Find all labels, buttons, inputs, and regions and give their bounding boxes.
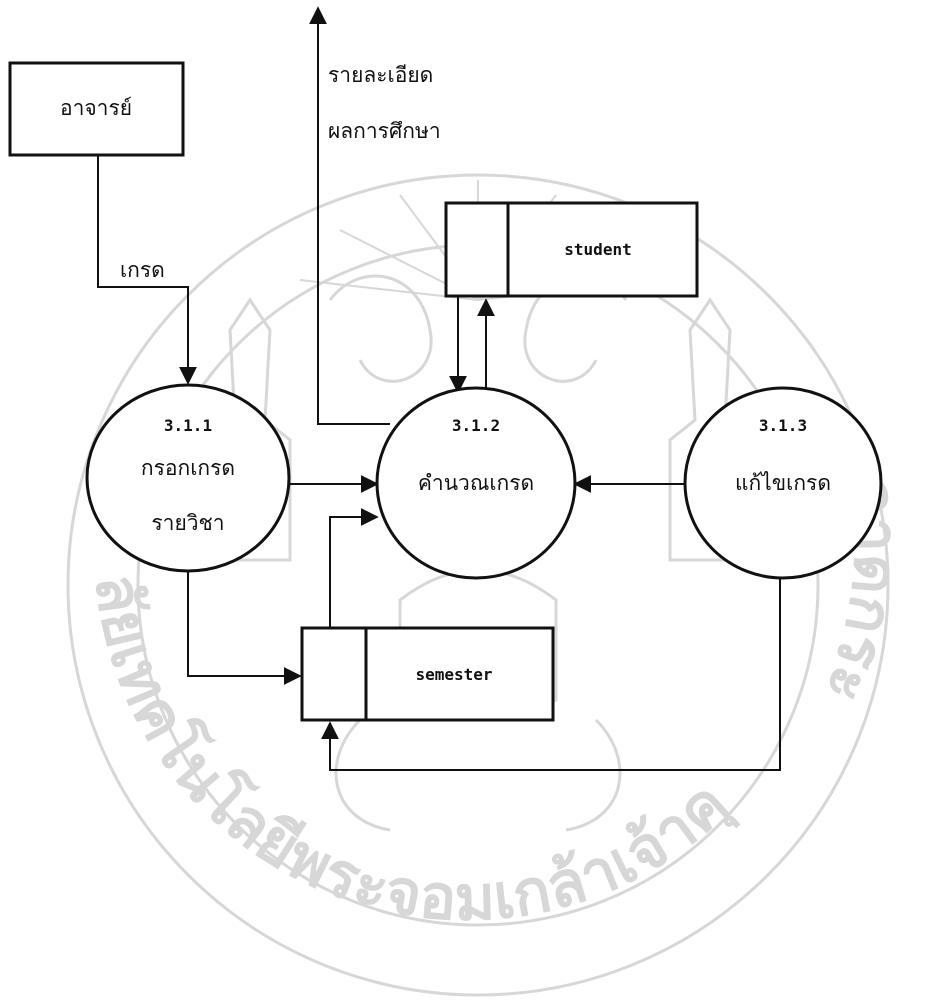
watermark-outer-ring bbox=[66, 173, 890, 997]
flow-output: รายละเอียด ผลการศึกษา bbox=[309, 6, 441, 425]
datastore-semester-box bbox=[300, 626, 555, 722]
flow-entry-to-semester bbox=[187, 571, 302, 685]
process-3-1-1-name-line1: กรอกเกรด bbox=[141, 456, 235, 480]
flow-grade-label: เกรด bbox=[120, 258, 165, 282]
datastore-semester: semester bbox=[300, 626, 555, 722]
flow-output-label-line1: รายละเอียด bbox=[328, 63, 433, 87]
datastore-student: student bbox=[444, 201, 699, 298]
datastore-semester-label: semester bbox=[415, 665, 492, 684]
process-3-1-1: 3.1.1 กรอกเกรด รายวิชา bbox=[85, 383, 291, 573]
process-3-1-3-id: 3.1.3 bbox=[759, 416, 807, 435]
flow-edit-to-semester bbox=[321, 578, 781, 771]
process-3-1-3-name: แก้ไขเกรด bbox=[735, 471, 831, 495]
flow-output-label-line2: ผลการศึกษา bbox=[328, 119, 441, 143]
entity-box bbox=[8, 61, 185, 157]
flow-grade: เกรด bbox=[97, 155, 197, 385]
process-3-1-1-name-line2: รายวิชา bbox=[151, 511, 224, 535]
process-3-1-3: 3.1.3 แก้ไขเกรด bbox=[683, 386, 883, 580]
flow-output-line bbox=[309, 6, 390, 425]
watermark-naga-right bbox=[565, 718, 622, 832]
watermark-scroll-left bbox=[328, 274, 433, 383]
process-3-1-2: 3.1.2 คำนวณเกรด bbox=[375, 386, 577, 580]
datastore-student-label: student bbox=[564, 240, 631, 259]
process-3-1-2-name: คำนวณเกรด bbox=[418, 471, 534, 495]
watermark-naga-left bbox=[334, 718, 391, 832]
flow-semester-to-calc bbox=[329, 508, 379, 628]
process-3-1-1-id: 3.1.1 bbox=[164, 416, 212, 435]
entity-label: อาจารย์ bbox=[60, 96, 132, 120]
datastore-student-box bbox=[444, 201, 699, 298]
process-3-1-2-id: 3.1.2 bbox=[452, 416, 500, 435]
flow-grade-line bbox=[97, 155, 197, 385]
external-entity-teacher: อาจารย์ bbox=[8, 61, 185, 157]
